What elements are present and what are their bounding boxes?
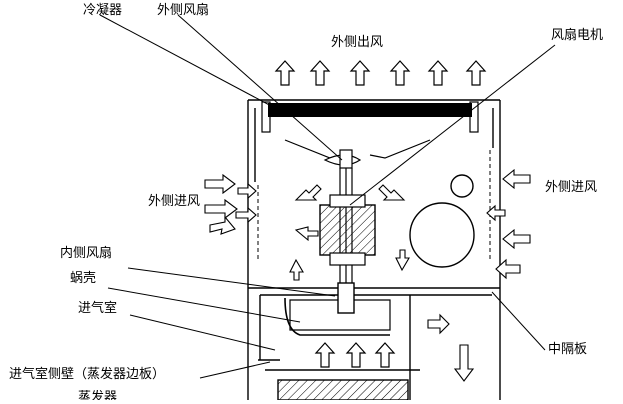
compressor bbox=[409, 174, 475, 268]
label-outer-outlet-air: 外侧出风 bbox=[331, 35, 384, 50]
right-inlet-arrows bbox=[486, 168, 531, 280]
label-inner-fan: 内侧风扇 bbox=[60, 246, 113, 261]
lower-arrows bbox=[315, 313, 475, 382]
label-outer-inlet-air-right: 外侧进风 bbox=[545, 180, 598, 195]
left-inlet-arrows bbox=[204, 173, 257, 235]
leader-lines bbox=[99, 14, 556, 379]
fan-motor bbox=[319, 194, 376, 266]
label-middle-partition: 中隔板 bbox=[548, 342, 588, 357]
label-outer-fan: 外侧风扇 bbox=[157, 3, 210, 18]
label-evaporator: 蒸发器 bbox=[78, 390, 118, 400]
label-fan-motor: 风扇电机 bbox=[551, 28, 604, 43]
condenser-bar bbox=[261, 101, 479, 133]
label-intake-chamber: 进气室 bbox=[78, 301, 118, 316]
label-intake-chamber-side-wall: 进气室侧壁（蒸发器边板） bbox=[9, 367, 166, 382]
inner-arrows bbox=[289, 184, 410, 281]
label-volute: 蜗壳 bbox=[70, 271, 97, 286]
lower-chamber bbox=[248, 282, 500, 401]
label-outer-inlet-air-left: 外侧进风 bbox=[148, 194, 201, 209]
housing bbox=[247, 99, 501, 400]
label-condenser: 冷凝器 bbox=[83, 3, 123, 18]
outlet-arrows bbox=[275, 60, 486, 86]
